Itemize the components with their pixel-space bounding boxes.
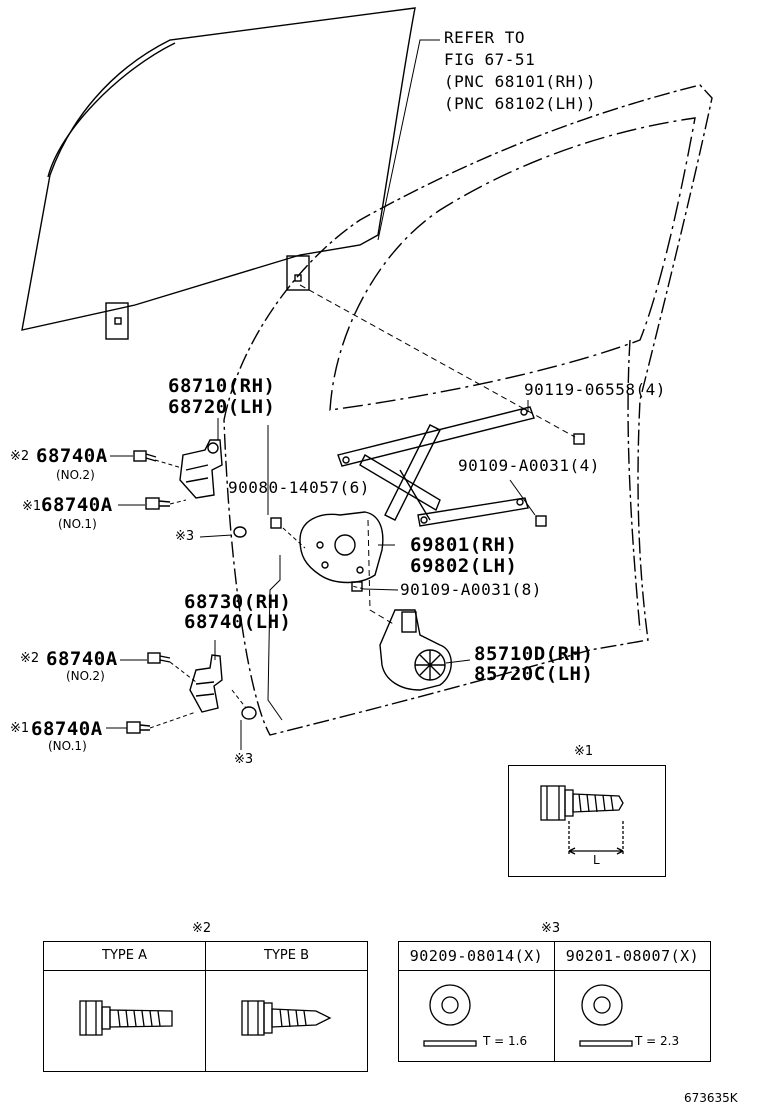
bolt-68740a-top-no1 xyxy=(145,497,171,510)
ref-mark-2: ※2 xyxy=(10,449,30,464)
washer-a-icon xyxy=(423,984,477,1047)
ref-mark-3-bottom: ※3 xyxy=(234,752,254,767)
regulator-lower-rail xyxy=(417,497,529,527)
detail2-type-b-header: TYPE B xyxy=(264,948,309,963)
part-90109-8-label[interactable]: 90109-A0031(8) xyxy=(400,580,542,599)
detail3-table: 90209-08014(X) 90201-08007(X) T = 1.6 T … xyxy=(398,941,711,1062)
part-68720-label[interactable]: 68720(LH) xyxy=(168,396,276,418)
no1-top-label: (NO.1) xyxy=(58,517,97,531)
detail3-col-b-header[interactable]: 90201-08007(X) xyxy=(565,947,700,965)
figure-id: 673635K xyxy=(684,1091,738,1105)
part-85710-label[interactable]: 85710D(RH) xyxy=(474,643,594,665)
refer-pnc-lh-label: (PNC 68102(LH)) xyxy=(444,94,596,113)
washer-a-thickness: T = 1.6 xyxy=(483,1034,528,1048)
detail2-table: TYPE A TYPE B xyxy=(43,941,368,1072)
part-68730-label[interactable]: 68730(RH) xyxy=(184,591,292,613)
detail1-dim-label: L xyxy=(593,853,600,867)
refer-to-label: REFER TO xyxy=(444,28,526,47)
ref-mark-1: ※1 xyxy=(22,499,42,514)
part-90080-label[interactable]: 90080-14057(6) xyxy=(228,478,370,497)
no2-bottom-label: (NO.2) xyxy=(66,669,105,683)
regulator-plate xyxy=(299,511,384,584)
detail2-title: ※2 xyxy=(192,921,212,936)
door-frame-outer xyxy=(223,84,713,736)
washer-b-thickness: T = 2.3 xyxy=(635,1034,680,1048)
detail3-title: ※3 xyxy=(541,921,561,936)
no1-bottom-label: (NO.1) xyxy=(48,739,87,753)
type-a-bolt-icon xyxy=(79,1000,173,1036)
part-69802-label[interactable]: 69802(LH) xyxy=(410,555,518,577)
type-b-bolt-icon xyxy=(241,1000,332,1036)
detail1-title: ※1 xyxy=(574,744,594,759)
washer-b-icon xyxy=(579,984,633,1047)
refer-fig-label: FIG 67-51 xyxy=(444,50,536,69)
ref-mark-2-bottom: ※2 xyxy=(20,651,40,666)
window-motor xyxy=(379,609,452,691)
ref-mark-1-bottom: ※1 xyxy=(10,721,30,736)
part-68740a-top-no2-label[interactable]: 68740A xyxy=(36,445,108,467)
no2-top-label: (NO.2) xyxy=(56,468,95,482)
door-frame-inner xyxy=(329,117,696,411)
refer-pnc-rh-label: (PNC 68101(RH)) xyxy=(444,72,596,91)
detail3-col-a-header[interactable]: 90209-08014(X) xyxy=(409,947,544,965)
part-68740a-bot-no2-label[interactable]: 68740A xyxy=(46,648,118,670)
glass-bracket-right xyxy=(286,255,310,291)
upper-hinge xyxy=(179,439,223,499)
part-90119-label[interactable]: 90119-06558(4) xyxy=(524,380,666,399)
lower-hinge xyxy=(189,654,223,713)
regulator-upper-rail xyxy=(337,406,535,467)
detail1-bolt-icon xyxy=(540,785,624,856)
part-68740a-bot-no1-label[interactable]: 68740A xyxy=(31,718,103,740)
part-68740a-top-no1-label[interactable]: 68740A xyxy=(41,494,113,516)
part-90109-4-label[interactable]: 90109-A0031(4) xyxy=(458,456,600,475)
ref-mark-3-mid: ※3 xyxy=(175,529,195,544)
detail2-type-a-header: TYPE A xyxy=(102,948,147,963)
part-69801-label[interactable]: 69801(RH) xyxy=(410,534,518,556)
door-glass xyxy=(21,7,416,331)
part-68740-label[interactable]: 68740(LH) xyxy=(184,611,292,633)
detail1-box: L xyxy=(508,765,666,877)
part-68710-label[interactable]: 68710(RH) xyxy=(168,375,276,397)
bolt-68740a-top-no2 xyxy=(133,450,157,462)
part-85720-label[interactable]: 85720C(LH) xyxy=(474,663,594,685)
glass-bracket-left xyxy=(105,302,129,340)
